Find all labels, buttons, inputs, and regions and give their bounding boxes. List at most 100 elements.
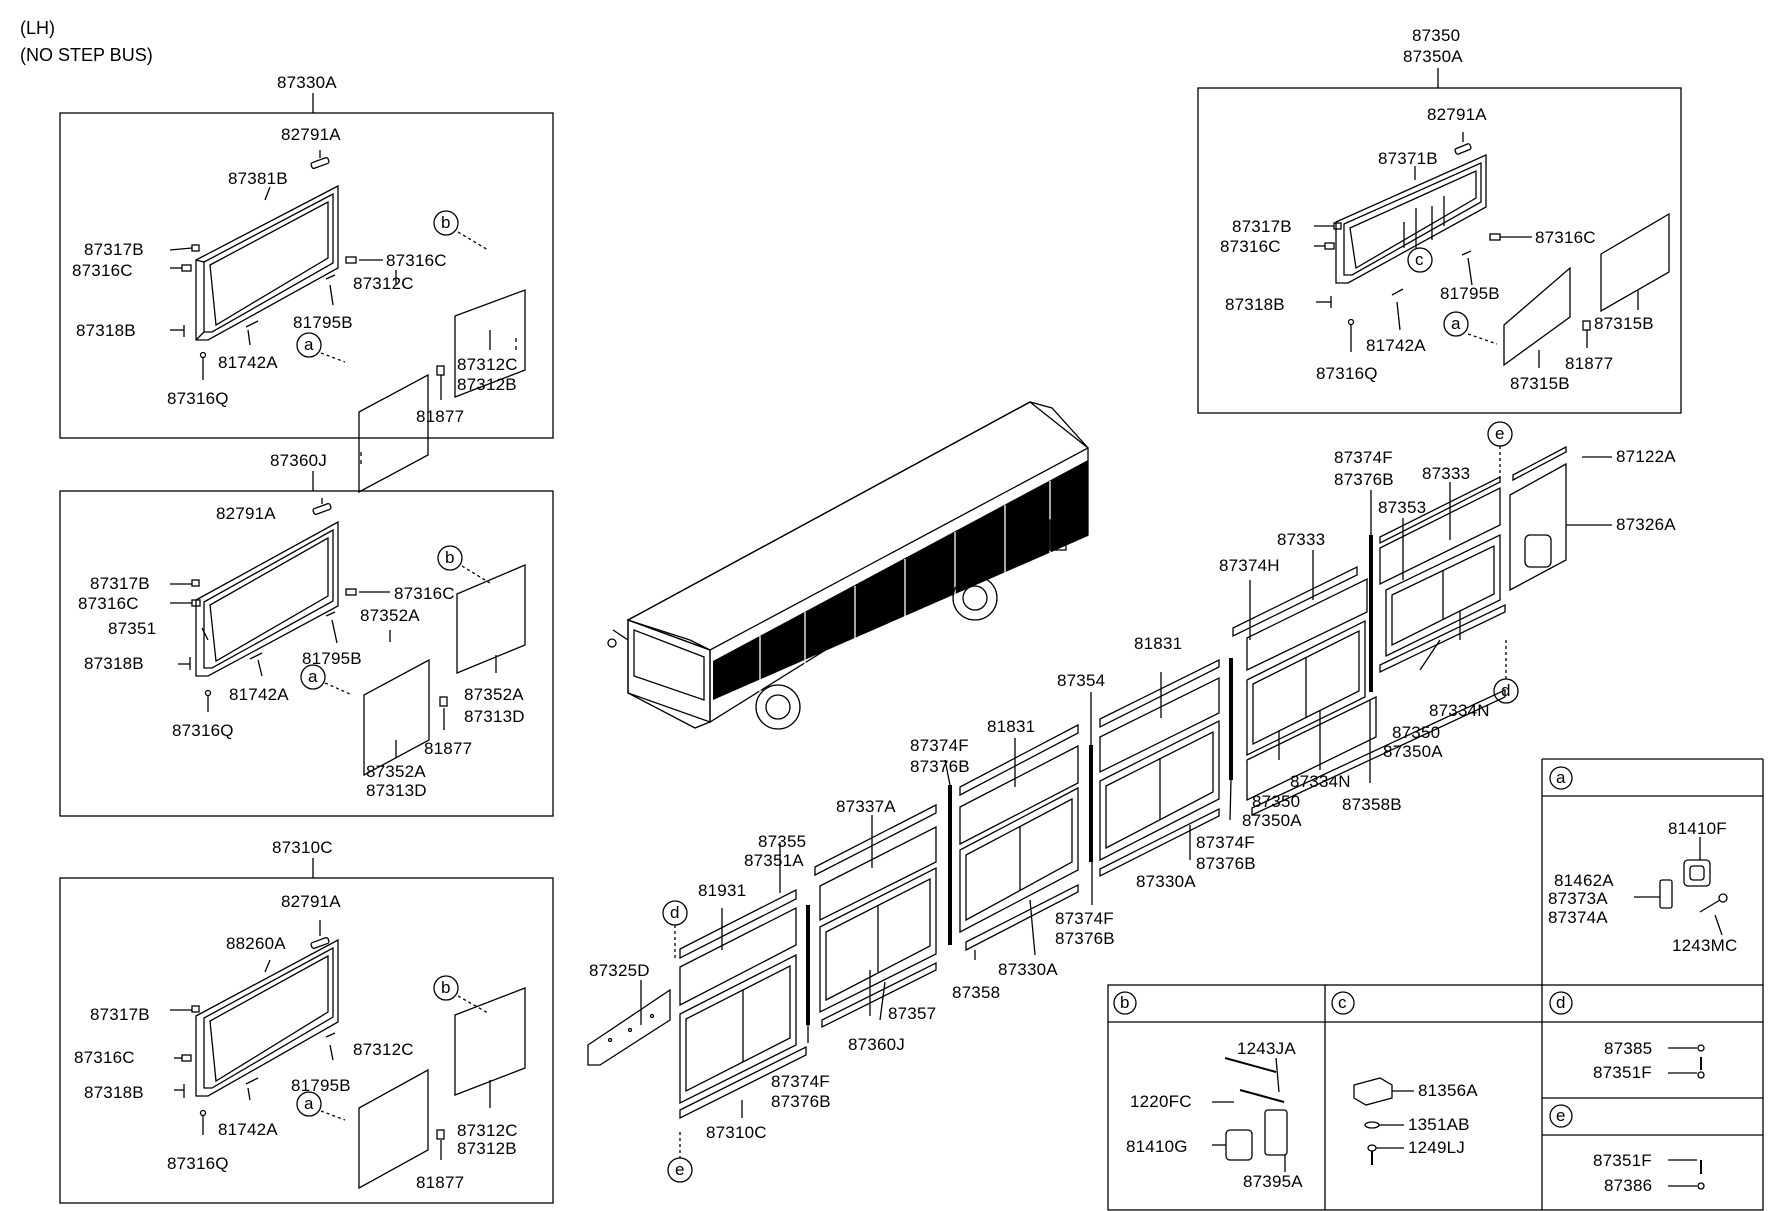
part-label: 87381B <box>228 169 288 188</box>
part-label: 87351A <box>744 851 804 870</box>
callout-b: b <box>441 978 451 997</box>
part-label: 87376B <box>771 1092 831 1111</box>
part-label: 81877 <box>1565 354 1614 373</box>
callout-a: a <box>304 1094 314 1113</box>
part-label: 87385 <box>1604 1039 1653 1058</box>
part-label: 87374F <box>771 1072 830 1091</box>
part-label: 87334N <box>1429 701 1490 720</box>
window-frame-87371B <box>1335 153 1487 284</box>
part-label: 87315B <box>1594 314 1654 333</box>
part-label: 87357 <box>888 1004 937 1023</box>
part-label: 81742A <box>218 353 278 372</box>
part-label: 87330A <box>277 73 337 92</box>
part-label: 81931 <box>698 881 747 900</box>
part-label: 81462A <box>1554 871 1614 890</box>
part-label: 87310C <box>706 1123 767 1142</box>
part-label: 1243JA <box>1237 1039 1296 1058</box>
part-label: 87374F <box>1334 448 1393 467</box>
part-label: 87358 <box>952 983 1001 1002</box>
callout-a: a <box>304 335 314 354</box>
part-label: 87316Q <box>1316 364 1378 383</box>
detail-tag-c: c <box>1338 993 1347 1012</box>
part-label: 87317B <box>90 1005 150 1024</box>
part-label: 87350A <box>1403 47 1463 66</box>
part-label: 87315B <box>1510 374 1570 393</box>
part-label: 81831 <box>1134 634 1183 653</box>
part-label: 82791A <box>1427 105 1487 124</box>
detail-tag-e: e <box>1556 1106 1566 1125</box>
part-label: 81410G <box>1126 1137 1188 1156</box>
callout-b: b <box>441 213 451 232</box>
part-label: 87316C <box>78 594 139 613</box>
part-label: 87376B <box>1334 470 1394 489</box>
part-label: 87374H <box>1219 556 1280 575</box>
callout-d: d <box>1501 681 1511 700</box>
part-label: 87312C <box>457 355 518 374</box>
part-label: 87374F <box>910 736 969 755</box>
glass-87315B-lower <box>1503 266 1571 367</box>
part-label: 87313D <box>366 781 427 800</box>
part-label: 87318B <box>1225 295 1285 314</box>
part-label: 81795B <box>293 313 353 332</box>
glass-87352A-lower <box>363 658 430 777</box>
part-label: 87316Q <box>172 721 234 740</box>
window-frame-88260A <box>195 938 339 1097</box>
detail-tag-d: d <box>1556 993 1566 1012</box>
part-label: 87376B <box>1055 929 1115 948</box>
part-label: 87350 <box>1252 792 1301 811</box>
part-label: 87376B <box>910 757 970 776</box>
glass-87312C <box>454 289 526 398</box>
part-label: 87360J <box>270 451 327 470</box>
part-label: 87333 <box>1422 464 1471 483</box>
callout-c: c <box>1415 250 1424 269</box>
part-label: 87352A <box>464 685 524 704</box>
part-label: 87350A <box>1383 742 1443 761</box>
part-label: 87316C <box>1220 237 1281 256</box>
part-label: 82791A <box>281 125 341 144</box>
part-label: 87316Q <box>167 1154 229 1173</box>
window-frame-87351 <box>195 520 339 677</box>
window-frame-87381B <box>195 184 339 341</box>
part-label: 81410F <box>1668 819 1727 838</box>
callout-d: d <box>670 903 680 922</box>
bus-windows <box>713 460 1088 700</box>
part-label: 87333 <box>1277 530 1326 549</box>
part-label: 87351 <box>108 619 157 638</box>
part-label: 1249LJ <box>1408 1138 1465 1157</box>
callout-a: a <box>308 667 318 686</box>
part-label: 87330A <box>1136 872 1196 891</box>
part-label: 87312C <box>457 1121 518 1140</box>
part-label: 81795B <box>302 649 362 668</box>
panel-box-87350 <box>1197 87 1682 414</box>
part-label: 81877 <box>416 407 465 426</box>
part-label: 87374F <box>1196 833 1255 852</box>
part-label: 87351F <box>1593 1063 1652 1082</box>
callout-b: b <box>445 548 455 567</box>
part-label: 88260A <box>226 934 286 953</box>
part-label: 87374A <box>1548 908 1608 927</box>
part-label: 87374F <box>1055 909 1114 928</box>
part-label: 87318B <box>76 321 136 340</box>
bus-illustration <box>607 401 1090 730</box>
header-side: (LH) <box>20 18 55 38</box>
part-label: 87316C <box>1535 228 1596 247</box>
part-label: 81795B <box>1440 284 1500 303</box>
panel-box-87360J <box>59 490 554 817</box>
part-label: 87330A <box>998 960 1058 979</box>
part-label: 87317B <box>90 574 150 593</box>
panel-box-87330A <box>59 112 554 439</box>
part-label: 87354 <box>1057 671 1106 690</box>
callout-e: e <box>1495 424 1505 443</box>
part-label: 87317B <box>1232 217 1292 236</box>
part-label: 87312C <box>353 1040 414 1059</box>
part-label: 81742A <box>218 1120 278 1139</box>
part-label: 87334N <box>1290 772 1351 791</box>
part-label: 87352A <box>360 606 420 625</box>
part-label: 87313D <box>464 707 525 726</box>
part-label: 81877 <box>416 1173 465 1192</box>
part-label: 87318B <box>84 1083 144 1102</box>
panel-box-87310C <box>59 877 554 1204</box>
glass-87312C-b3-lower <box>358 1068 429 1190</box>
part-label: 87353 <box>1378 498 1427 517</box>
detail-tag-a: a <box>1556 768 1566 787</box>
